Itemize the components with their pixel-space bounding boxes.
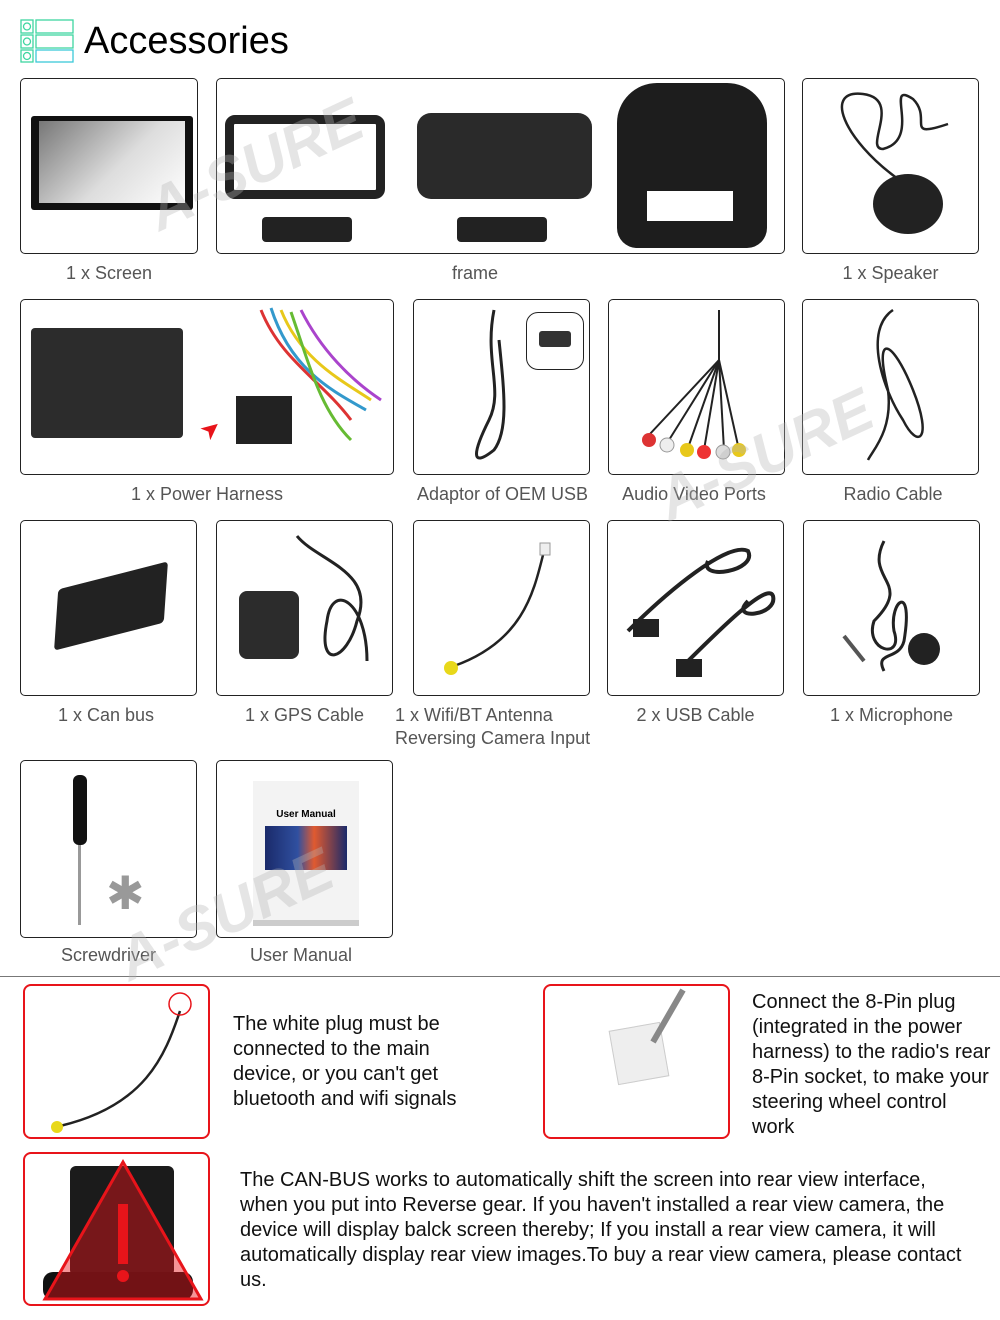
item-frame-image [216,78,785,254]
caption-microphone: 1 x Microphone [829,705,954,725]
caption-screen: 1 x Screen [65,263,153,283]
item-speaker-image [802,78,979,254]
divider [0,976,1000,977]
rear-camera-warning-image [23,1152,210,1306]
item-screwdriver-image: ✱ [20,760,197,938]
caption-speaker: 1 x Speaker [842,263,939,283]
item-oem-usb-image [413,299,590,475]
caption-usb-cable: 2 x USB Cable [636,705,755,725]
caption-screwdriver: Screwdriver [60,945,157,965]
item-usb-cable-image [607,520,784,696]
page-title: Accessories [84,20,289,62]
item-power-harness-image: ➤ [20,299,394,475]
wifi-note-text: The white plug must be connected to the … [233,1013,457,1110]
caption-av-ports: Audio Video Ports [622,484,766,504]
caption-gps-cable: 1 x GPS Cable [244,705,365,725]
item-screen-image [20,78,198,254]
wifi-antenna-note-image [23,984,210,1139]
list-icon [20,19,74,63]
warning-icon [42,1158,204,1301]
item-radio-cable-image [802,299,979,475]
caption-wifi-antenna: 1 x Wifi/BT Antenna [395,705,553,725]
caption-radio-cable: Radio Cable [843,484,943,504]
item-gps-cable-image [216,520,393,696]
caption-canbus: 1 x Can bus [57,705,155,725]
8pin-plug-image [543,984,730,1139]
item-wifi-antenna-image [413,520,590,696]
caption-frame: frame [451,263,498,283]
caption-user-manual: User Manual [249,945,353,965]
caption-oem-usb: Adaptor of OEM USB [416,484,589,504]
8pin-note-text: Connect the 8-Pin plug (integrated in th… [752,991,991,1138]
item-canbus-image [20,520,197,696]
item-user-manual-image: User Manual [216,760,393,938]
canbus-note-text: The CAN-BUS works to automatically shift… [240,1169,962,1291]
item-microphone-image [803,520,980,696]
screws-icon: ✱ [106,867,145,919]
caption-reversing-camera-input: Reversing Camera Input [395,728,591,748]
manual-cover-title: User Manual [276,809,336,820]
item-av-ports-image [608,299,785,475]
caption-power-harness: 1 x Power Harness [130,484,284,504]
